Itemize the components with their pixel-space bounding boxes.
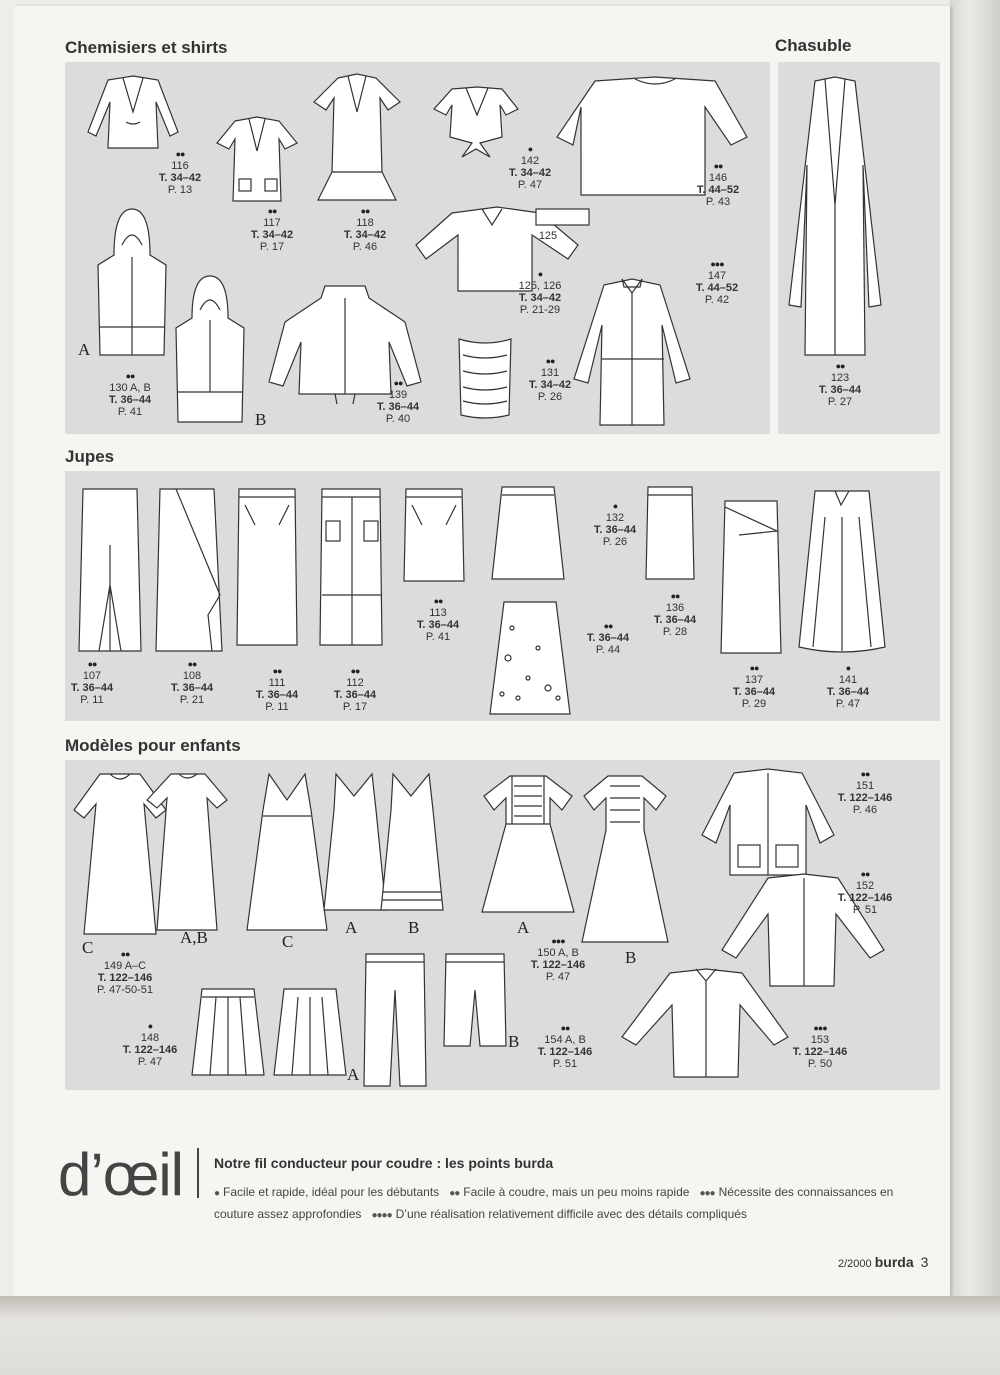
garment-142-tie-top <box>432 85 522 160</box>
variant-130-a: A <box>78 340 91 359</box>
issue-number: 2/2000 <box>838 1258 872 1270</box>
garment-132-skirt <box>488 483 568 583</box>
variant-130-b: B <box>255 410 267 429</box>
page-edge <box>950 0 1000 1300</box>
garment-149ab-dress <box>145 770 230 935</box>
garment-112-skirt <box>318 485 386 650</box>
garment-118-dress-top <box>310 72 405 207</box>
difficulty-2-text: Facile à coudre, mais un peu moins rapid… <box>463 1185 690 1199</box>
garment-150a-dress <box>478 772 578 917</box>
garment-137-skirt <box>715 497 785 657</box>
garment-147-shirt <box>570 275 695 430</box>
doeil-heading: d’œil <box>58 1141 184 1208</box>
difficulty-4-text: D’une réalisation relativement difficile… <box>395 1207 747 1221</box>
garment-131-tube-top <box>455 335 515 420</box>
label-125: 125 <box>538 230 558 242</box>
difficulty-1-dots: ● <box>214 1188 220 1199</box>
difficulty-1-text: Facile et rapide, idéal pour les débutan… <box>223 1185 440 1199</box>
variant-b: B <box>408 918 420 937</box>
legend-text: ●Facile et rapide, idéal pour les débuta… <box>214 1182 934 1226</box>
section-title-kids: Modèles pour enfants <box>65 736 241 755</box>
garment-125-jacket <box>412 205 582 295</box>
garment-151-jacket <box>698 765 838 880</box>
garment-123-chasuble <box>785 75 885 360</box>
variant-149-c: C <box>82 938 94 957</box>
garment-148b-skirt <box>270 985 350 1080</box>
garment-144-skirt <box>488 598 573 718</box>
garment-b-sundress <box>377 770 447 915</box>
garment-107-skirt <box>75 485 145 655</box>
variant-150-b: B <box>625 948 637 967</box>
variant-149-ab: A,B <box>180 928 208 947</box>
garment-153-shirt <box>618 965 793 1080</box>
difficulty-3-dots: ●●● <box>699 1188 715 1199</box>
variant-c: C <box>282 932 294 951</box>
variant-154-a: A <box>347 1065 360 1084</box>
garment-150b-dress <box>578 772 673 947</box>
garment-117-top <box>215 115 300 205</box>
legend-title: Notre fil conducteur pour coudre : les p… <box>214 1155 554 1171</box>
garment-116-blouse <box>78 72 188 152</box>
garment-113-skirt <box>402 485 467 585</box>
variant-a: A <box>345 918 358 937</box>
page-bottom-fold <box>0 1296 1000 1375</box>
difficulty-2-dots: ●● <box>449 1188 460 1199</box>
difficulty-4-dots: ●●●● <box>371 1210 392 1221</box>
garment-130b-vest <box>170 272 250 427</box>
variant-154-b: B <box>508 1032 520 1051</box>
section-title-skirts: Jupes <box>65 447 115 466</box>
garment-154a-trousers <box>360 950 430 1090</box>
garment-130a-vest <box>92 205 172 360</box>
garment-a-sundress <box>320 770 390 915</box>
variant-150-a: A <box>517 918 530 937</box>
garment-152-shirt <box>718 870 888 990</box>
garment-146-shirt <box>555 75 750 200</box>
garment-136-skirt <box>640 483 700 583</box>
difficulty-3-text: Nécessite des connaissances en couture a… <box>214 1185 894 1221</box>
garment-154b-shorts <box>440 950 510 1050</box>
garment-139-jacket <box>265 282 425 407</box>
garment-125-belt <box>535 208 590 226</box>
section-title-shirts: Chemisiers et shirts <box>65 38 228 57</box>
legend-divider <box>197 1148 199 1198</box>
section-title-chasuble: Chasuble <box>775 36 852 55</box>
garment-148a-skirt <box>188 985 268 1080</box>
page-footer: 2/2000 burda 3 <box>838 1254 928 1270</box>
brand-logo: burda <box>874 1254 914 1270</box>
page-number: 3 <box>920 1254 929 1270</box>
garment-c-sundress <box>245 770 330 935</box>
garment-141-skirt <box>795 487 890 657</box>
garment-108-skirt <box>152 485 227 655</box>
garment-111-skirt <box>235 485 300 650</box>
